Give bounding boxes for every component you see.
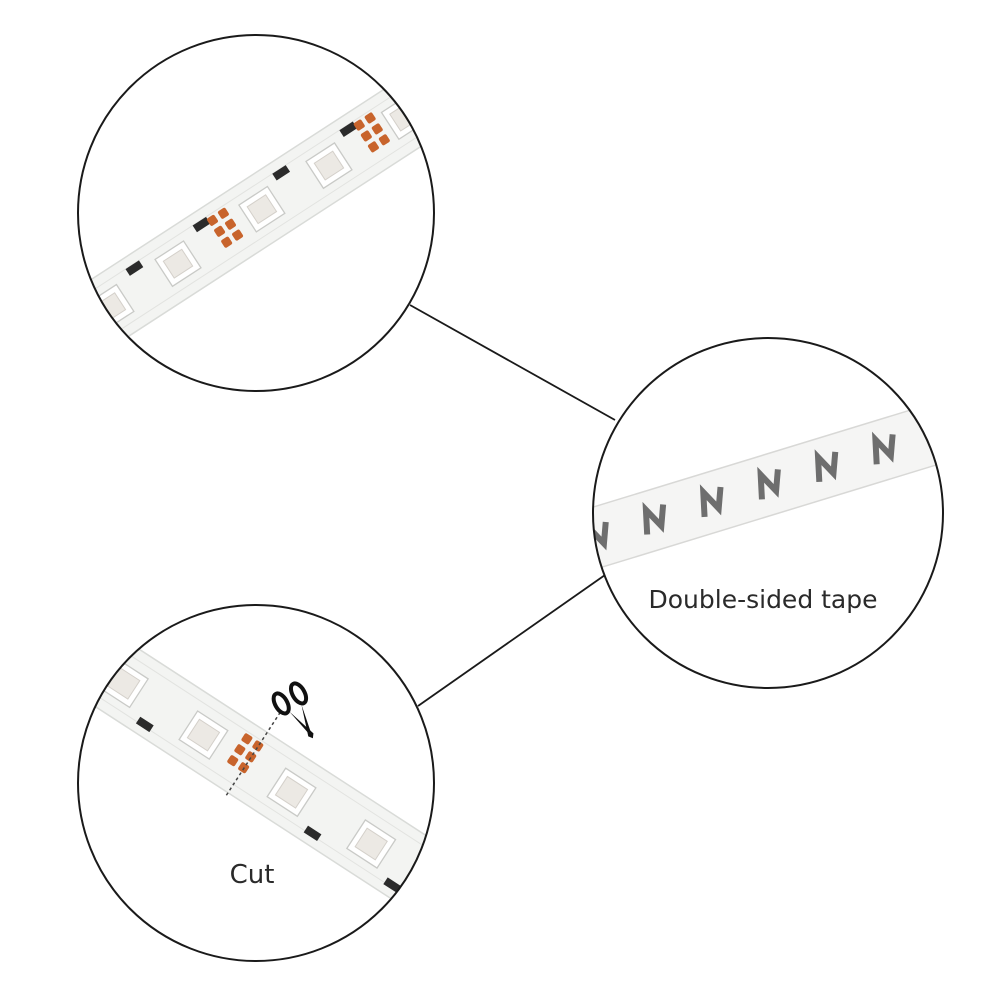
tape-closeup: Double-sided tape xyxy=(592,337,944,689)
connector-line-top xyxy=(409,304,616,421)
led-strip-closeup xyxy=(77,34,435,392)
bottom-circle-outline xyxy=(77,604,435,962)
tape-label: Double-sided tape xyxy=(648,585,877,614)
cut-label: Cut xyxy=(230,860,275,890)
connector-line-bottom xyxy=(417,574,606,707)
cut-closeup: Cut xyxy=(77,604,435,962)
right-circle-outline xyxy=(592,337,944,689)
top-circle-outline xyxy=(77,34,435,392)
